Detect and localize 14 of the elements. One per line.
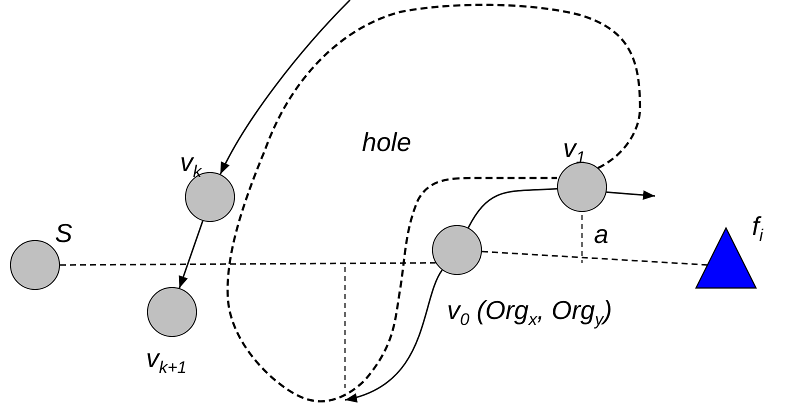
node-label: f$_{i}$ bbox=[752, 212, 763, 242]
dashed-line bbox=[60, 262, 436, 266]
distance-label: a bbox=[594, 220, 608, 250]
node-label: v$_{k}$ bbox=[180, 148, 202, 178]
node-label: hole bbox=[362, 128, 412, 158]
arrow bbox=[178, 220, 204, 288]
arrow bbox=[606, 190, 656, 200]
node-label: v$_{0}$ (Org$_{x}$, Org$_{y}$) bbox=[447, 296, 612, 326]
trajectory-line bbox=[468, 188, 558, 228]
dashed-line bbox=[482, 250, 708, 266]
node-label: S bbox=[55, 219, 72, 249]
arrow bbox=[220, 0, 351, 175]
arrow bbox=[344, 270, 443, 402]
node-label: v$_{k+1}$ bbox=[146, 344, 187, 374]
